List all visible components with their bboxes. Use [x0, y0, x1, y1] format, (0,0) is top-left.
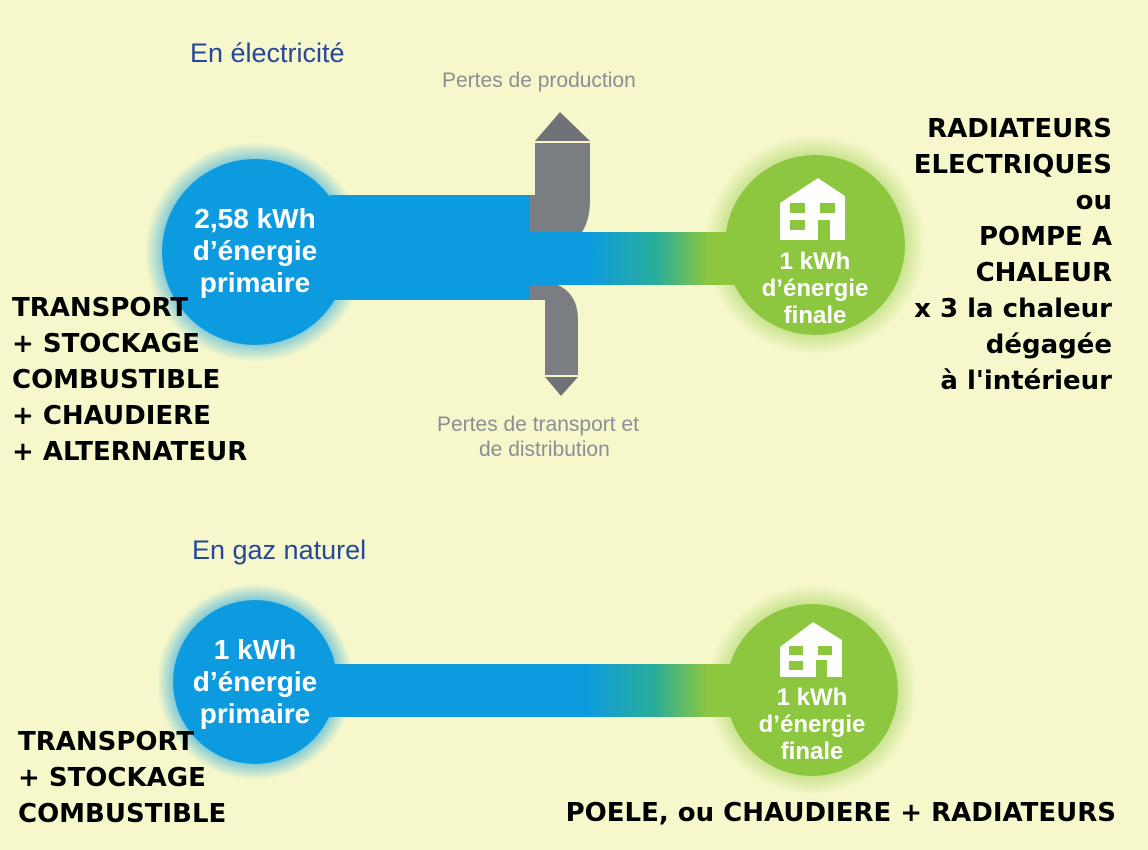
section-title-electricity: En électricité — [190, 38, 345, 68]
house-icon — [780, 622, 842, 677]
note-line: TRANSPORT — [12, 293, 189, 323]
section-title-gas: En gaz naturel — [192, 535, 367, 565]
primary-energy-label: 2,58 kWh d’énergie primaire — [162, 203, 348, 299]
note-line: + STOCKAGE — [18, 763, 206, 793]
loss-transport-line: de distribution — [479, 438, 610, 461]
final-line: d’énergie — [758, 711, 866, 738]
final-line: d’énergie — [761, 275, 869, 302]
primary-value: 2,58 kWh — [194, 203, 316, 234]
electricity-left-note: TRANSPORT + STOCKAGE COMBUSTIBLE + CHAUD… — [12, 290, 247, 470]
note-line: dégagée — [985, 330, 1112, 360]
note-line: TRANSPORT — [18, 727, 195, 757]
primary-value: 1 kWh — [213, 634, 297, 665]
loss-transport-label: Pertes de transport et de distribution — [437, 412, 639, 462]
loss-production-label: Pertes de production — [442, 69, 636, 92]
note-line: CHALEUR — [975, 258, 1112, 288]
gas-left-note: TRANSPORT + STOCKAGE COMBUSTIBLE — [18, 724, 226, 832]
energy-band-gas — [320, 664, 750, 717]
final-line: finale — [783, 302, 847, 329]
loss-transport-line: Pertes de transport et — [437, 413, 639, 436]
primary-line: d’énergie — [192, 235, 318, 266]
final-value: 1 kWh — [779, 248, 851, 275]
note-line: à l'intérieur — [940, 366, 1112, 396]
house-icon — [780, 178, 845, 240]
primary-line: primaire — [199, 267, 311, 298]
note-line: + CHAUDIERE — [12, 401, 211, 431]
gas-final-energy-label: 1 kWh d’énergie finale — [732, 684, 892, 765]
gas-primary-energy-label: 1 kWh d’énergie primaire — [175, 634, 335, 730]
final-energy-label: 1 kWh d’énergie finale — [735, 248, 895, 329]
note-line: RADIATEURS — [927, 114, 1112, 144]
note-line: POMPE A — [978, 222, 1112, 252]
electricity-right-note: RADIATEURS ELECTRIQUES ou POMPE A CHALEU… — [914, 111, 1112, 399]
final-energy-circle — [725, 155, 905, 335]
note-line: COMBUSTIBLE — [12, 365, 221, 395]
note-line: + ALTERNATEUR — [12, 437, 248, 467]
note-line: x 3 la chaleur — [914, 294, 1112, 324]
final-value: 1 kWh — [776, 684, 848, 711]
primary-energy-circle — [162, 159, 348, 345]
gas-primary-energy-circle — [173, 600, 337, 764]
note-line: ELECTRIQUES — [913, 150, 1112, 180]
note-line: ou — [1075, 186, 1112, 216]
primary-line: primaire — [199, 698, 311, 729]
note-line: + STOCKAGE — [12, 329, 200, 359]
gas-final-energy-circle — [726, 604, 898, 776]
final-line: finale — [780, 738, 844, 765]
note-line: COMBUSTIBLE — [18, 799, 227, 829]
gas-right-note: POELE, ou CHAUDIERE + RADIATEURS — [565, 798, 1116, 828]
primary-line: d’énergie — [192, 666, 318, 697]
